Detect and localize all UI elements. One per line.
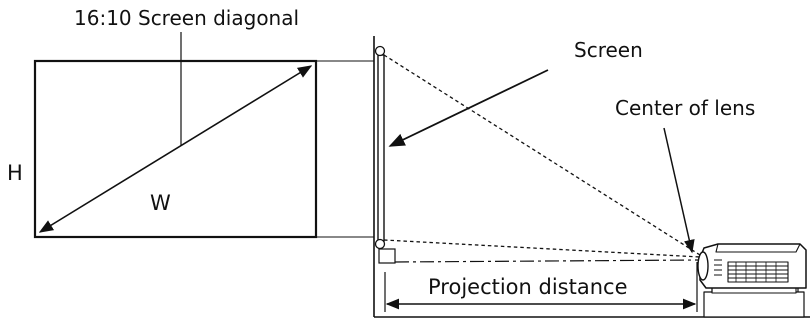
- screen-front-view: [33, 59, 318, 239]
- lens-pointer-arrow: [663, 127, 695, 254]
- screen-bottom-mount: [374, 238, 386, 250]
- width-label: W: [150, 191, 171, 215]
- diagonal-label: 16:10 Screen diagonal: [74, 6, 299, 30]
- lens-center-line: [394, 259, 701, 263]
- height-label: H: [7, 161, 23, 185]
- screen-label: Screen: [574, 38, 643, 62]
- upper-projection-beam: [383, 54, 701, 256]
- diagonal-arrow: [38, 65, 313, 233]
- lower-projection-beam: [383, 239, 701, 258]
- lens-label: Center of lens: [615, 96, 755, 120]
- screen-pointer-arrow: [388, 69, 549, 147]
- distance-label: Projection distance: [428, 275, 628, 299]
- screen-top-mount: [374, 45, 386, 57]
- screen-side-profile: [377, 54, 385, 242]
- projector-icon: [697, 243, 807, 318]
- screen-stand: [378, 248, 396, 264]
